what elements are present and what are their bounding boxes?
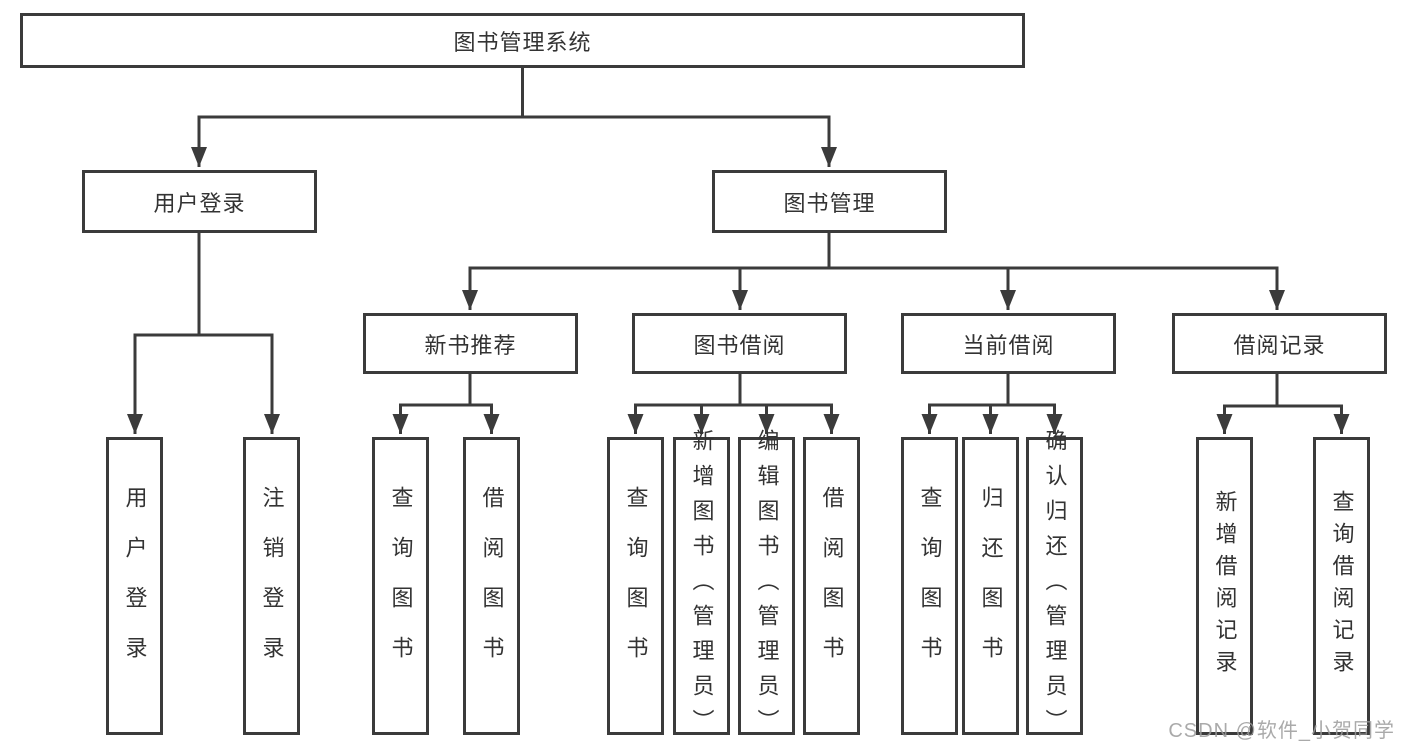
leaf-edit-books-admin: 编辑图书（管理员） <box>738 429 795 744</box>
node-new-book-recommend: 新书推荐 <box>363 313 578 374</box>
leaf-borrow-books: 借阅图书 <box>803 437 860 735</box>
leaf-add-borrow-record: 新增借阅记录 <box>1196 437 1253 735</box>
leaf-query-books-recommend: 查询图书 <box>372 437 429 735</box>
leaf-user-login: 用户登录 <box>106 437 163 735</box>
leaf-borrow-books-recommend: 借阅图书 <box>463 437 520 735</box>
node-library-management-system: 图书管理系统 <box>20 13 1025 68</box>
leaf-confirm-return-admin: 确认归还（管理员） <box>1026 429 1083 744</box>
leaf-add-books-admin: 新增图书（管理员） <box>673 429 730 744</box>
node-borrow-records: 借阅记录 <box>1172 313 1387 374</box>
leaf-query-books-borrow: 查询图书 <box>607 437 664 735</box>
csdn-watermark: CSDN @软件_小贺同学 <box>1168 720 1395 742</box>
leaf-logout: 注销登录 <box>243 437 300 735</box>
node-book-management: 图书管理 <box>712 170 947 233</box>
leaf-query-borrow-record: 查询借阅记录 <box>1313 437 1370 735</box>
node-current-borrow: 当前借阅 <box>901 313 1116 374</box>
leaf-query-books-current: 查询图书 <box>901 437 958 735</box>
node-user-login: 用户登录 <box>82 170 317 233</box>
leaf-return-books: 归还图书 <box>962 437 1019 735</box>
node-book-borrow: 图书借阅 <box>632 313 847 374</box>
